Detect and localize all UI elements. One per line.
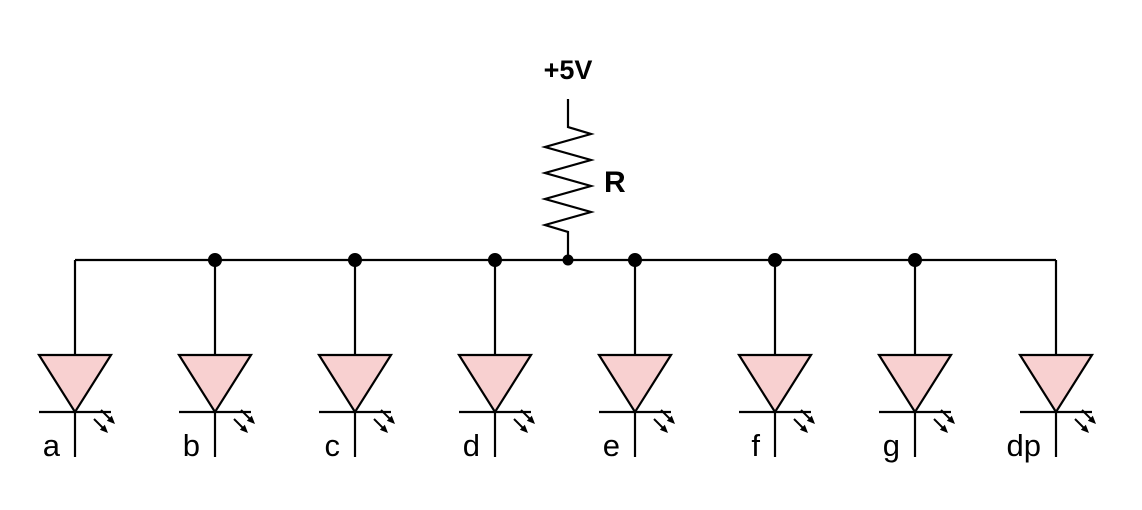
led-segment-label: f: [751, 428, 760, 463]
light-emission-arrowhead-icon: [246, 415, 255, 424]
led-branch: a: [37, 260, 115, 463]
led-branch: dp: [1007, 260, 1096, 463]
light-emission-arrowhead-icon: [386, 415, 395, 424]
led-segment-label: g: [883, 428, 900, 463]
light-emission-arrowhead-icon: [239, 424, 248, 433]
led-segment-label: b: [183, 428, 200, 463]
resistor-label: R: [604, 166, 626, 199]
led-triangle: [37, 353, 113, 415]
led-segment-label: c: [325, 428, 341, 463]
led-triangle: [1018, 353, 1094, 415]
light-emission-arrowhead-icon: [659, 424, 668, 433]
led-triangle: [737, 353, 813, 415]
led-branch: e: [597, 260, 675, 463]
light-emission-arrowhead-icon: [666, 415, 675, 424]
led-branch: c: [317, 260, 395, 463]
light-emission-arrowhead-icon: [379, 424, 388, 433]
led-branch: f: [737, 260, 815, 463]
led-segment-label: dp: [1007, 428, 1041, 463]
led-triangle: [317, 353, 393, 415]
light-emission-arrowhead-icon: [939, 424, 948, 433]
light-emission-arrowhead-icon: [946, 415, 955, 424]
led-branch: g: [877, 260, 955, 463]
light-emission-arrowhead-icon: [1080, 424, 1089, 433]
light-emission-arrowhead-icon: [519, 424, 528, 433]
led-segment-label: e: [603, 428, 620, 463]
light-emission-arrowhead-icon: [99, 424, 108, 433]
led-triangle: [597, 353, 673, 415]
light-emission-arrowhead-icon: [106, 415, 115, 424]
resistor-symbol: [540, 99, 596, 260]
led-segment-label: a: [43, 428, 61, 463]
led-segment-label: d: [463, 428, 480, 463]
led-branch: d: [457, 260, 535, 463]
led-array: a b c d e f g dp: [37, 253, 1096, 463]
led-branch: b: [177, 260, 255, 463]
led-triangle: [457, 353, 533, 415]
light-emission-arrowhead-icon: [799, 424, 808, 433]
light-emission-arrowhead-icon: [526, 415, 535, 424]
resistor-junction-dot: [562, 254, 574, 266]
light-emission-arrowhead-icon: [806, 415, 815, 424]
light-emission-arrowhead-icon: [1087, 415, 1096, 424]
supply-voltage-label: +5V: [544, 55, 593, 85]
led-triangle: [877, 353, 953, 415]
led-triangle: [177, 353, 253, 415]
